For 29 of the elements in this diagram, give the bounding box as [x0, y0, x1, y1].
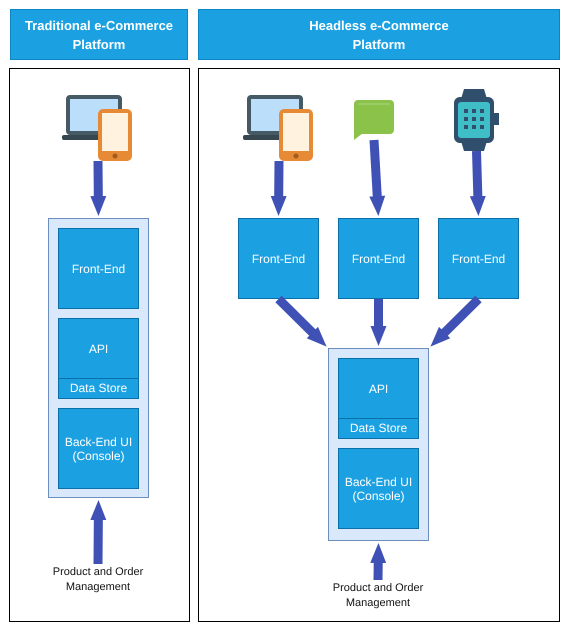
component-label: API: [88, 342, 108, 356]
arrow: [369, 140, 386, 216]
component-block: [338, 358, 419, 439]
platform-header: Headless e-Commerce Platform: [198, 9, 560, 60]
component-label: API: [368, 382, 388, 396]
arrow: [370, 299, 386, 346]
caption-text: Product and Order Management: [52, 565, 144, 595]
arrow: [470, 150, 486, 216]
arrow: [90, 160, 106, 216]
component-block: [58, 318, 139, 399]
stack-container: [328, 348, 429, 541]
component-block: Front-End: [338, 218, 419, 299]
data-store-band: Data Store: [59, 378, 138, 398]
component-block: Back-End UI (Console): [58, 408, 139, 489]
component-block: Front-End: [58, 228, 139, 309]
stack-container: [48, 218, 149, 498]
arrow: [90, 500, 106, 564]
platform-header: Traditional e-Commerce Platform: [10, 9, 188, 60]
panel-frame: [9, 68, 190, 622]
arrow: [370, 543, 386, 580]
component-block: Front-End: [438, 218, 519, 299]
component-block: Back-End UI (Console): [338, 448, 419, 529]
data-store-band: Data Store: [339, 418, 418, 438]
caption-text: Product and Order Management: [332, 581, 424, 611]
arrow: [275, 296, 327, 347]
arrow: [430, 296, 482, 347]
component-block: Front-End: [238, 218, 319, 299]
panel-frame: [198, 68, 560, 622]
arrow: [270, 160, 287, 216]
